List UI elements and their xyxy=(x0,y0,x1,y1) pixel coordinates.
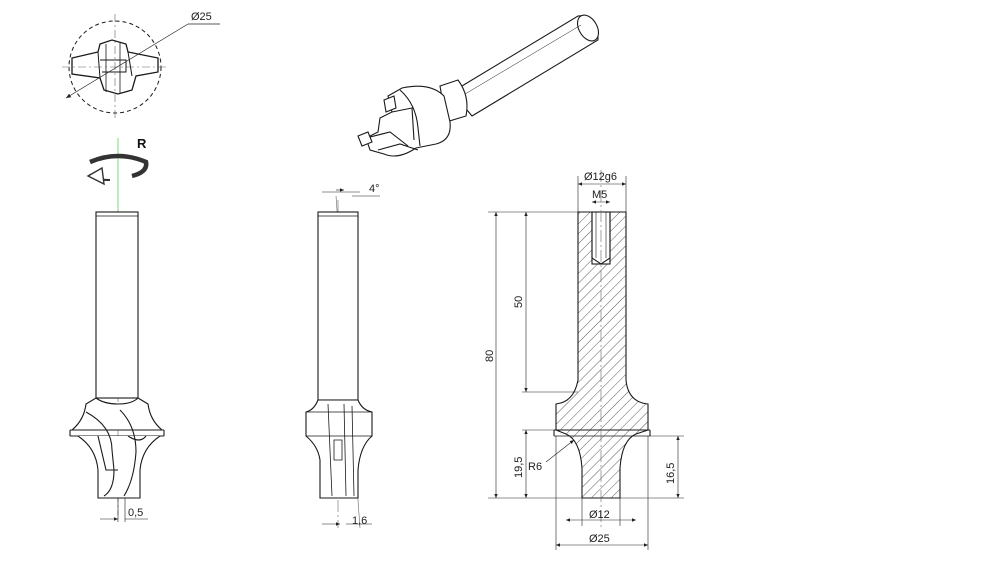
cutter-height-label: 19,5 xyxy=(513,457,525,478)
isometric-view xyxy=(357,14,600,157)
cutter-step-label: 16,5 xyxy=(665,463,677,484)
side-view-offset-label: 1,6 xyxy=(352,515,367,527)
radius-label: R6 xyxy=(528,461,542,473)
rotation-direction-label: R xyxy=(137,136,147,151)
overall-length-label: 80 xyxy=(484,350,496,362)
rotation-arrow-icon xyxy=(89,153,149,179)
shank-length-label: 50 xyxy=(513,296,525,308)
front-view-offset-label: 0,5 xyxy=(128,507,143,519)
tip-diameter-label: Ø12 xyxy=(589,509,610,521)
front-view xyxy=(69,138,165,522)
cutter-diameter-label: Ø25 xyxy=(589,533,610,545)
top-view xyxy=(62,14,220,120)
section-view xyxy=(553,170,651,530)
side-view-angle-label: 4° xyxy=(369,183,380,195)
thread-label: M5 xyxy=(592,189,607,201)
top-view-diameter-label: Ø25 xyxy=(191,11,212,23)
shank-diameter-label: Ø12g6 xyxy=(584,171,617,183)
side-view xyxy=(305,188,380,529)
section-dimensions xyxy=(488,176,684,550)
